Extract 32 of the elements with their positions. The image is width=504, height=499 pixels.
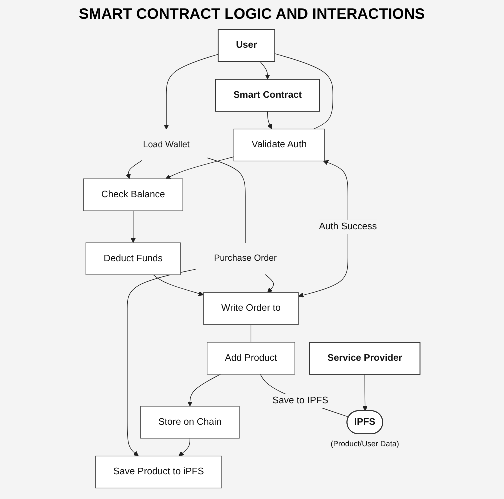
node-box: Smart Contract bbox=[215, 79, 320, 112]
node-box: User bbox=[218, 29, 276, 62]
arrow bbox=[130, 210, 136, 244]
node-box: Check Balance bbox=[83, 178, 184, 212]
node-box: Write Order to bbox=[203, 292, 299, 326]
edge-label: Save to IPFS bbox=[272, 396, 329, 406]
arrow bbox=[298, 160, 348, 298]
node-text: Load Wallet bbox=[143, 140, 190, 150]
diagram-title: SMART CONTRACT LOGIC AND INTERACTIONS bbox=[78, 6, 426, 23]
connector bbox=[274, 54, 334, 130]
connector bbox=[250, 324, 252, 343]
node-box: Store on Chain bbox=[140, 406, 240, 439]
node-box: Deduct Funds bbox=[86, 242, 181, 276]
arrow bbox=[127, 269, 197, 456]
edge-label: Auth Success bbox=[319, 222, 378, 232]
arrow bbox=[264, 274, 274, 293]
node-box: Add Product bbox=[207, 342, 296, 375]
node-text: Purchase Order bbox=[214, 254, 277, 264]
arrow bbox=[153, 274, 204, 296]
connector bbox=[260, 374, 350, 418]
arrow bbox=[178, 438, 190, 456]
node-box: Service Provider bbox=[309, 342, 421, 375]
node-box: Save Product to iPFS bbox=[95, 456, 222, 489]
arrow bbox=[126, 160, 142, 180]
arrow bbox=[188, 374, 221, 407]
connector bbox=[207, 158, 246, 244]
node-box: Validate Auth bbox=[234, 128, 326, 162]
arrow bbox=[164, 54, 219, 130]
arrow bbox=[268, 111, 272, 130]
arrow bbox=[260, 61, 270, 80]
arrow bbox=[166, 156, 234, 180]
arrow bbox=[362, 374, 368, 412]
